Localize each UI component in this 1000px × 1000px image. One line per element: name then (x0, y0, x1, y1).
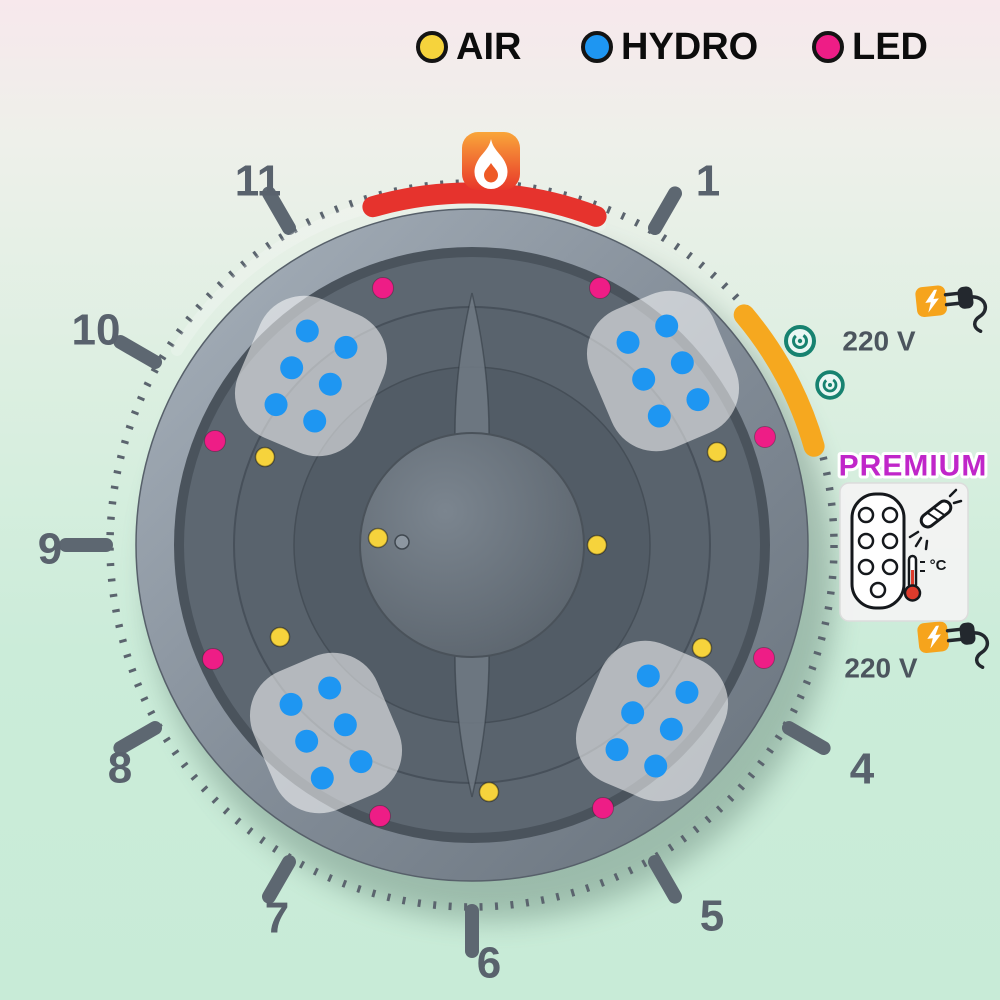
air-legend-dot (416, 31, 448, 63)
air-jet-dot (706, 441, 728, 463)
air-jet-dot (478, 781, 500, 803)
hydro-jet-dot (334, 335, 358, 359)
dial-tick-4 (781, 721, 831, 755)
power-plug-icon (912, 278, 990, 340)
hydro-jet-dot (295, 729, 319, 753)
hydro-jet-dot (295, 319, 319, 343)
dial-number-10: 10 (72, 306, 121, 355)
hydro-jet-dot (632, 367, 656, 391)
hydro-jet-dot (686, 388, 710, 412)
hydro-jet-cluster (575, 640, 729, 802)
thermometer-icon: °C (903, 554, 947, 602)
hydro-jet-dot (605, 738, 629, 762)
power-plug-icon (914, 614, 992, 676)
hydro-jet-dot (644, 754, 668, 778)
hydro-jet-dot (621, 701, 645, 725)
led-light-dot (753, 647, 775, 669)
legend: AIR HYDRO LED (416, 26, 928, 68)
hydro-jet-dot (675, 680, 699, 704)
dial-tick-7 (262, 854, 296, 904)
dial-number-4: 4 (850, 745, 875, 794)
air-jet-dot (367, 527, 389, 549)
premium-label: PREMIUM (839, 450, 988, 483)
jet-panel (586, 290, 740, 452)
dial-number-6: 6 (477, 939, 501, 988)
hydro-jet-dot (636, 664, 660, 688)
hub-knob (394, 534, 410, 550)
led-legend-dot (812, 31, 844, 63)
pump-swirl-icon (815, 370, 845, 400)
led-light-dot (369, 805, 391, 827)
heater-arc (362, 182, 607, 227)
led-light-dot (372, 277, 394, 299)
dial-tick-1 (648, 186, 682, 236)
air-jet-dot (691, 637, 713, 659)
led-light-dot (202, 648, 224, 670)
dial-number-7: 7 (265, 894, 289, 943)
led-lights (202, 277, 776, 827)
dial-tick-8 (113, 721, 163, 755)
jet-panel (575, 640, 729, 802)
hydro-jet-cluster (586, 290, 740, 452)
voltage-label-bottom: 220 V (844, 653, 917, 684)
dial-tick-11 (262, 186, 296, 236)
hydro-jet-dot (349, 750, 373, 774)
flame-icon (462, 132, 520, 190)
hydro-jet-clusters (234, 290, 740, 814)
led-light-dot (589, 277, 611, 299)
hydro-jet-dot (616, 330, 640, 354)
led-legend-label: LED (852, 26, 928, 68)
hydro-jet-dot (279, 692, 303, 716)
hydro-jet-dot (303, 409, 327, 433)
dial-number-5: 5 (700, 892, 724, 941)
hydro-jet-dot (318, 372, 342, 396)
hydro-jet-cluster (249, 652, 403, 814)
multi-jet-icon (850, 492, 906, 610)
air-jet-dot (586, 534, 608, 556)
hydro-jet-dot (333, 713, 357, 737)
led-light-dot (754, 426, 776, 448)
hydro-jet-cluster (234, 295, 388, 457)
dial-number-1: 1 (696, 157, 720, 206)
hydro-jet-dot (655, 314, 679, 338)
led-light-dot (592, 797, 614, 819)
jet-panel (249, 652, 403, 814)
hydro-legend-label: HYDRO (621, 26, 758, 68)
hydro-jet-dot (280, 356, 304, 380)
temp-unit-label: °C (930, 557, 947, 574)
led-sparkle-icon (908, 488, 963, 551)
air-legend-label: AIR (456, 26, 521, 68)
air-jets (254, 441, 728, 803)
jet-panel (234, 295, 388, 457)
power-arc (733, 304, 825, 457)
dial-number-9: 9 (38, 525, 62, 574)
dial-numbers: 1 4 5 6 7 8 9 10 11 (38, 157, 875, 988)
dial-ticks (59, 186, 831, 958)
air-jet-dot (269, 626, 291, 648)
hydro-legend-dot (581, 31, 613, 63)
led-light-dot (204, 430, 226, 452)
premium-panel: °C (839, 482, 969, 622)
hydro-jet-dot (318, 676, 342, 700)
hydro-jet-dot (659, 717, 683, 741)
dial-tick-5 (648, 854, 682, 904)
air-jet-dot (254, 446, 276, 468)
voltage-label-top: 220 V (842, 326, 915, 357)
center-hub (359, 432, 585, 658)
dial-tick-10 (113, 335, 163, 369)
hydro-jet-dot (310, 766, 334, 790)
hot-tub (135, 188, 809, 882)
hydro-jet-dot (670, 351, 694, 375)
dial-number-11: 11 (235, 157, 282, 206)
dial-number-8: 8 (108, 744, 132, 793)
hydro-jet-dot (647, 404, 671, 428)
pump-swirl-icon (784, 325, 816, 357)
hydro-jet-dot (264, 393, 288, 417)
